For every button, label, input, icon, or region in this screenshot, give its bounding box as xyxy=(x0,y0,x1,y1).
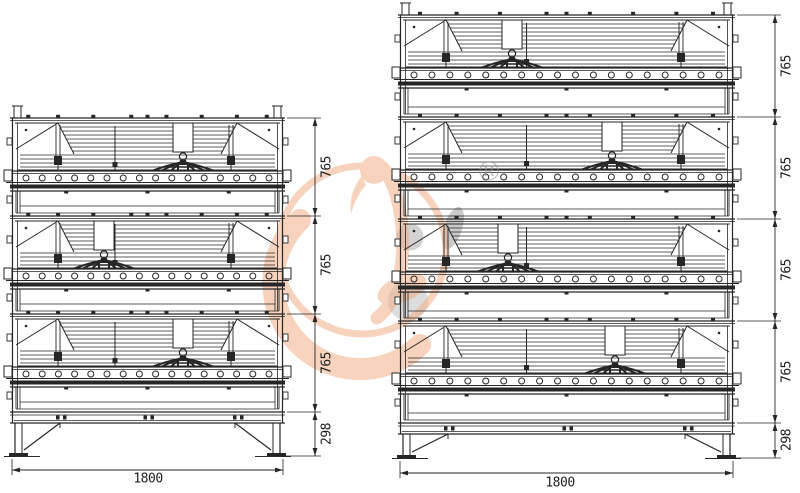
dimension-label-left-tier-1: 765 xyxy=(319,156,335,178)
dimension-label-right-legs: 298 xyxy=(779,429,795,451)
cage-tier xyxy=(3,114,292,214)
support-legs xyxy=(4,411,291,457)
dimension-label-left-tier-3: 765 xyxy=(319,352,335,374)
cage-tier xyxy=(391,11,742,115)
dimension-label-left-tier-2: 765 xyxy=(319,254,335,276)
cage-tier xyxy=(391,113,742,217)
dimension-label-right-tier-1: 765 xyxy=(779,55,795,77)
cage-tier xyxy=(391,317,742,421)
cage-tier xyxy=(3,310,292,410)
dimension-label-right-tier-4: 765 xyxy=(779,361,795,383)
dimension-label-left-width: 1800 xyxy=(133,471,163,487)
registered-trademark-icon: ® xyxy=(475,156,503,188)
dimension-label-right-tier-2: 765 xyxy=(779,157,795,179)
dimension-lines xyxy=(399,14,781,478)
four-tier-cage-elevation xyxy=(391,2,781,478)
support-legs xyxy=(392,422,741,459)
dimension-label-right-width: 1800 xyxy=(545,475,575,491)
dimension-label-right-tier-3: 765 xyxy=(779,259,795,281)
three-tier-cage-elevation xyxy=(3,105,321,475)
dimension-label-left-legs: 298 xyxy=(319,423,335,445)
watermark-logo xyxy=(262,156,464,381)
cage-tier xyxy=(3,212,292,312)
dimension-lines xyxy=(11,117,321,475)
